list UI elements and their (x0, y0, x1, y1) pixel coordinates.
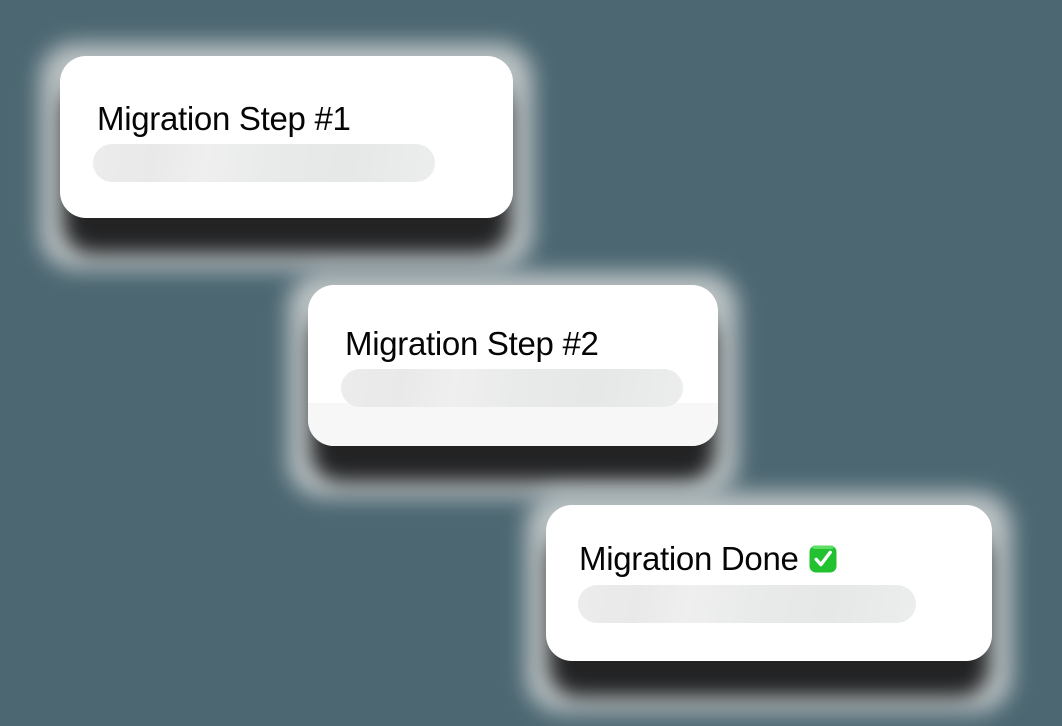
skeleton-placeholder-bar (93, 144, 435, 182)
check-mark-icon (808, 544, 838, 574)
card-footer-band (308, 403, 718, 446)
skeleton-placeholder-bar (578, 585, 916, 623)
card-title-text: Migration Step #2 (345, 325, 599, 362)
card-title: Migration Done (579, 542, 838, 575)
card-title: Migration Step #2 (345, 327, 599, 360)
card-title-text: Migration Step #1 (97, 100, 351, 137)
card-title: Migration Step #1 (97, 102, 351, 135)
card-title-text: Migration Done (579, 540, 799, 577)
skeleton-placeholder-bar (341, 369, 683, 407)
notification-card-migration-step-1[interactable]: Migration Step #1 (60, 56, 513, 218)
notification-card-migration-step-2[interactable]: Migration Step #2 (308, 285, 718, 446)
notification-card-migration-done[interactable]: Migration Done (546, 505, 992, 661)
